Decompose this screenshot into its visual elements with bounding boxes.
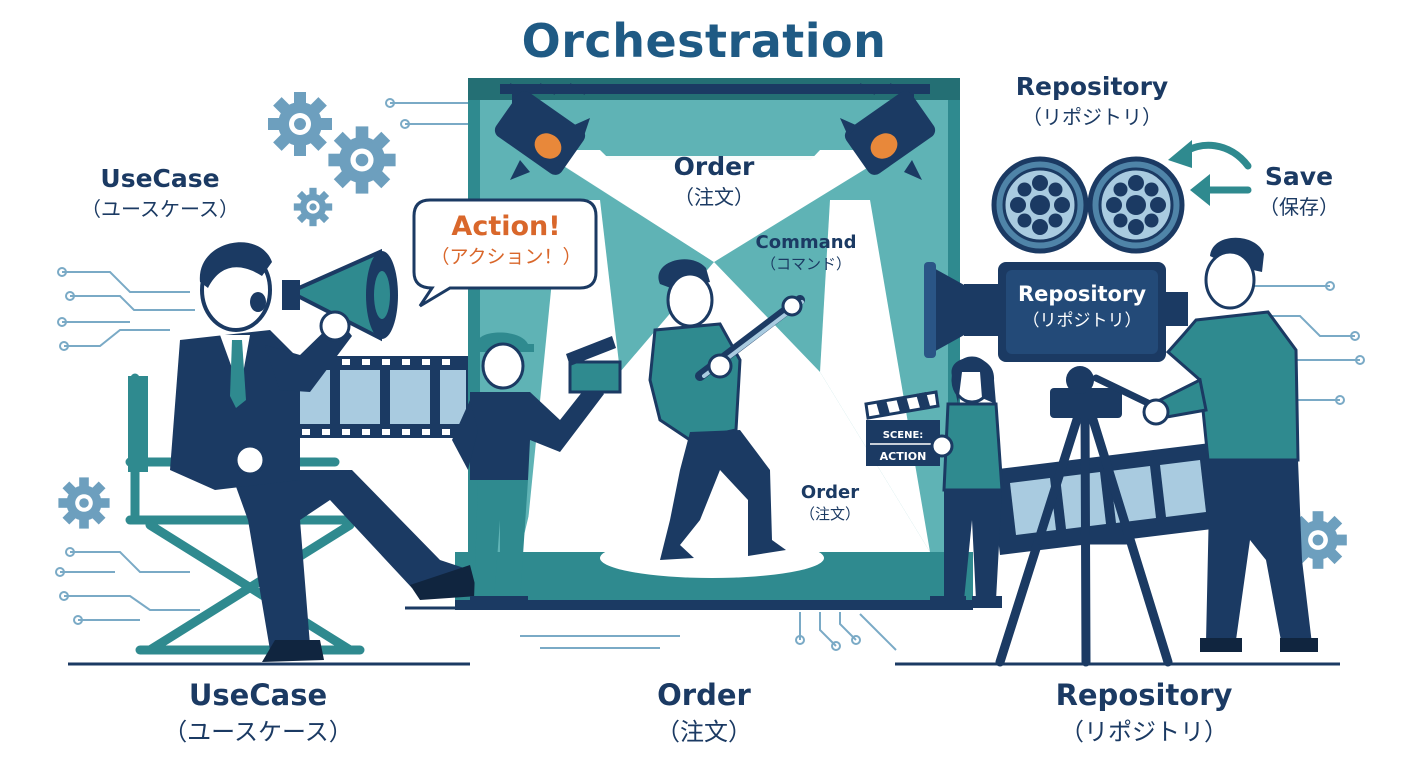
order-mid-label: Order （注文） <box>778 482 882 524</box>
spotlight-right-icon <box>840 86 936 180</box>
action-bubble-title: Action! <box>451 211 561 242</box>
order-mid-title: Order <box>800 482 860 503</box>
bottom-usecase-label: UseCase （ユースケース） <box>120 678 396 747</box>
director-figure <box>125 242 478 662</box>
save-label: Save （保存） <box>1246 162 1352 220</box>
usecase-label-title: UseCase <box>100 164 220 193</box>
camera-operator-figure <box>1142 237 1318 652</box>
usecase-label-sub: （ユースケース） <box>81 197 239 221</box>
arrow-left-icon <box>1168 140 1210 206</box>
usecase-label: UseCase （ユースケース） <box>50 164 270 222</box>
bottom-usecase-title: UseCase <box>188 678 328 712</box>
save-title: Save <box>1264 162 1334 191</box>
save-sub: （保存） <box>1259 195 1339 219</box>
repository-top-label: Repository （リポジトリ） <box>990 72 1194 130</box>
bottom-order-sub: （注文） <box>656 718 752 746</box>
order-mid-sub: （注文） <box>799 505 860 523</box>
action-bubble-sub: （アクション！） <box>430 246 582 268</box>
repository-top-sub: （リポジトリ） <box>1022 105 1162 129</box>
command-title: Command <box>755 232 857 253</box>
crew-member-left <box>452 332 622 608</box>
page-title: Orchestration <box>521 14 887 68</box>
bottom-order-title: Order <box>657 678 751 712</box>
film-camera-icon <box>924 159 1188 667</box>
clapperboard-action-text: ACTION <box>880 450 927 463</box>
order-top-title: Order <box>673 152 755 181</box>
command-label: Command （コマンド） <box>736 232 876 274</box>
bottom-repository-sub: （リポジトリ） <box>1060 718 1228 746</box>
bottom-order-label: Order （注文） <box>604 678 804 747</box>
action-bubble-label: Action! （アクション！） <box>418 211 594 269</box>
order-top-label: Order （注文） <box>614 152 814 210</box>
bottom-usecase-sub: （ユースケース） <box>163 718 353 746</box>
clapperboard-scene-text: SCENE: <box>883 430 924 441</box>
actor-figure <box>648 259 805 560</box>
clapperboard-icon: SCENE: ACTION <box>864 390 954 466</box>
repository-top-title: Repository <box>1015 72 1169 101</box>
bottom-repository-title: Repository <box>1055 678 1233 712</box>
bottom-repository-label: Repository （リポジトリ） <box>1020 678 1268 747</box>
megaphone-icon <box>282 248 398 342</box>
repository-camera-title: Repository <box>1017 282 1147 306</box>
order-top-sub: （注文） <box>674 185 754 209</box>
spotlight-left-icon <box>494 86 590 180</box>
ground-line <box>68 606 1340 666</box>
speech-bubble <box>412 198 598 308</box>
repository-camera-label: Repository （リポジトリ） <box>1006 282 1158 331</box>
assistant-figure <box>930 356 1004 608</box>
command-sub: （コマンド） <box>760 255 851 273</box>
repository-camera-sub: （リポジトリ） <box>1022 311 1142 331</box>
